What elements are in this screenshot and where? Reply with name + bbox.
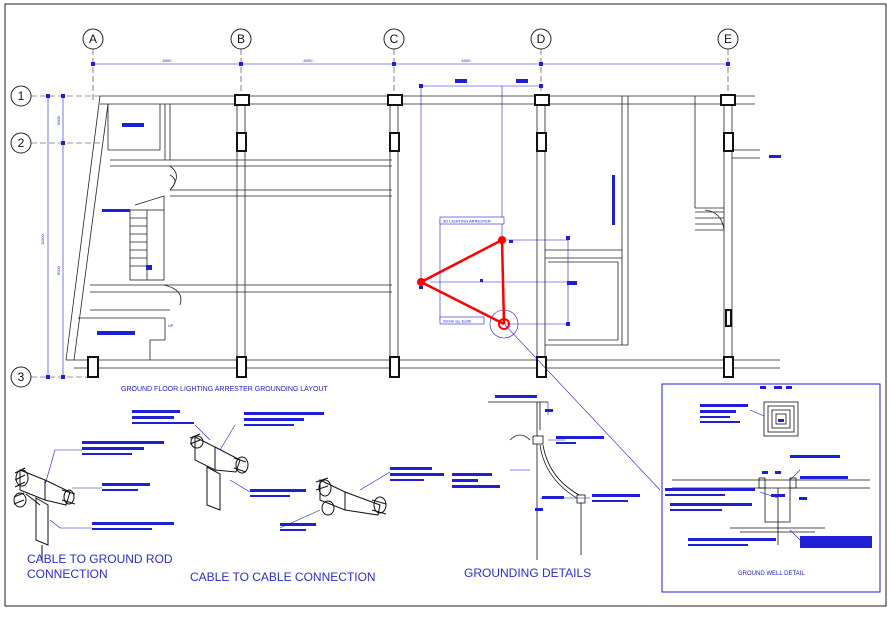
arrester-conductor xyxy=(420,238,506,326)
arrester-node-1 xyxy=(417,278,425,286)
grid-label-a: A xyxy=(89,32,97,46)
plan-title: GROUND FLOOR LIGHTING ARRESTER GROUNDING… xyxy=(121,386,329,393)
grid-label-b: B xyxy=(237,32,245,46)
ground-well-detail: GROUND WELL DETAIL xyxy=(661,383,881,593)
grid-bubble-a: A xyxy=(82,28,104,50)
grid-bubble-2: 2 xyxy=(10,132,32,154)
dimension-lines xyxy=(47,63,728,377)
ground-rod-title-line2: CONNECTION xyxy=(27,567,108,581)
grid-bubble-b: B xyxy=(230,28,252,50)
grid-label-3: 3 xyxy=(18,370,25,384)
arrester-node-2 xyxy=(498,236,506,244)
dimension-ticks xyxy=(46,62,730,379)
grid-bubble-1: 1 xyxy=(10,85,32,107)
overall-dim: 11000 xyxy=(40,233,45,245)
stair-up-label: UP xyxy=(168,323,174,328)
grounding-details: GROUNDING DETAILS xyxy=(452,395,640,580)
lightning-arrester-network: 3D LIGHTING ARRESTER 20mm sq. Earth xyxy=(417,85,661,491)
ground-well-title: GROUND WELL DETAIL xyxy=(738,571,805,577)
ground-rod-title-line1: CABLE TO GROUND ROD xyxy=(27,552,173,566)
sheet-border xyxy=(4,3,887,607)
arrester-tag-text: 3D LIGHTING ARRESTER xyxy=(443,219,491,224)
grid-lines xyxy=(31,49,729,378)
cable-to-cable-title: CABLE TO CABLE CONNECTION xyxy=(190,570,376,584)
row-dim-12: 5000 xyxy=(56,115,61,125)
grid-label-d: D xyxy=(537,32,546,46)
ground-well-frame xyxy=(661,383,881,593)
grid-bubble-d: D xyxy=(530,28,552,50)
grid-label-2: 2 xyxy=(18,136,25,150)
earth-tag-text: 20mm sq. Earth xyxy=(443,319,471,324)
grounding-details-title: GROUNDING DETAILS xyxy=(464,566,591,580)
ground-rod-connection-detail: CABLE TO GROUND ROD CONNECTION xyxy=(13,441,174,581)
grid-bubble-c: C xyxy=(383,28,405,50)
cable-to-cable-detail: CABLE TO CABLE CONNECTION xyxy=(132,410,444,584)
grid-bubble-3: 3 xyxy=(10,366,32,388)
structural-columns xyxy=(87,94,736,378)
plan-annotation-blocks xyxy=(97,79,781,335)
row-dim-23: 6000 xyxy=(56,265,61,275)
arrester-tag: 3D LIGHTING ARRESTER xyxy=(439,216,505,225)
span-dim-bc: 6000 xyxy=(304,58,314,63)
earth-tag: 20mm sq. Earth xyxy=(439,316,485,325)
earth-pit-symbol xyxy=(498,318,510,330)
span-dim-cd: 6000 xyxy=(462,58,472,63)
grid-label-1: 1 xyxy=(18,89,25,103)
grid-bubbles: A B C D E 1 2 3 xyxy=(10,28,739,388)
grid-label-e: E xyxy=(724,32,732,46)
building-walls xyxy=(65,95,780,369)
grid-bubble-e: E xyxy=(717,28,739,50)
span-dim-ab: 6000 xyxy=(163,58,173,63)
grid-label-c: C xyxy=(390,32,399,46)
